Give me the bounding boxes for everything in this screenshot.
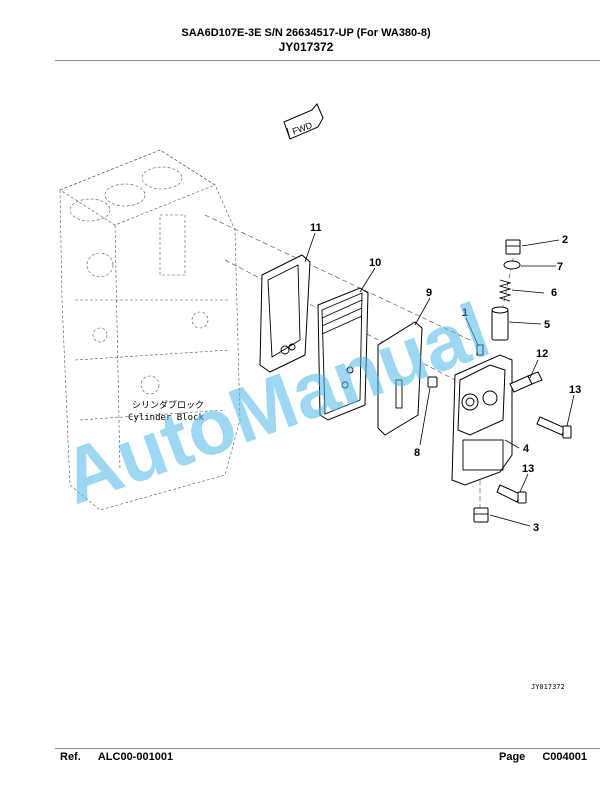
figure-code: JY017372: [278, 40, 334, 54]
assembly-axis-line: [204, 214, 471, 341]
drawing-number: JY017372: [531, 683, 565, 691]
plug-part-1: [476, 344, 484, 356]
callout-7: 7: [557, 261, 563, 273]
callout-8: 8: [414, 447, 420, 459]
callout-1: 1: [462, 307, 468, 319]
callout-11: 11: [310, 222, 322, 234]
page-value: C004001: [542, 751, 588, 763]
gasket-part-11: [259, 254, 311, 373]
block-label-en: Cylinder Block: [128, 413, 204, 423]
callout-6: 6: [551, 287, 557, 299]
gasket-part-9: [377, 321, 423, 436]
stud-bolt-part-13-upper: [536, 416, 572, 439]
footer-page: Page C004001: [499, 751, 587, 763]
ref-label: Ref.: [60, 751, 81, 763]
callout-5: 5: [544, 319, 550, 331]
callout-3: 3: [533, 522, 539, 534]
callout-10: 10: [369, 257, 381, 269]
plug-part-2: [505, 239, 521, 255]
callout-13-upper: 13: [569, 384, 581, 396]
cylinder-block: シリンダブロック Cylinder Block: [59, 149, 241, 511]
plug-part-8: [427, 376, 438, 388]
header-divider: [55, 60, 600, 61]
bolt-part-12: [509, 371, 543, 393]
footer-divider: [55, 748, 600, 749]
callout-13-lower: 13: [522, 463, 534, 475]
page-label: Page: [499, 751, 526, 763]
fwd-arrow-icon: FWD: [283, 103, 324, 140]
o-ring-part-7: [503, 260, 521, 270]
page-title: SAA6D107E-3E S/N 26634517-UP (For WA380-…: [181, 27, 431, 39]
valve-part-5: [491, 306, 509, 341]
callout-2: 2: [562, 234, 568, 246]
page-header: SAA6D107E-3E S/N 26634517-UP (For WA380-…: [0, 26, 612, 55]
plug-part-3: [473, 507, 489, 523]
block-label-jp: シリンダブロック: [132, 399, 204, 411]
footer-ref: Ref. ALC00-001001: [60, 751, 173, 763]
callout-12: 12: [536, 348, 548, 360]
callout-4: 4: [523, 443, 530, 455]
ref-value: ALC00-001001: [97, 751, 174, 763]
oil-cooler-element-part-10: [317, 287, 369, 421]
oil-cooler-cover-part-4: [451, 354, 513, 486]
callout-9: 9: [426, 287, 432, 299]
stud-bolt-part-13-lower: [496, 484, 527, 504]
spring-part-6: [498, 279, 512, 302]
